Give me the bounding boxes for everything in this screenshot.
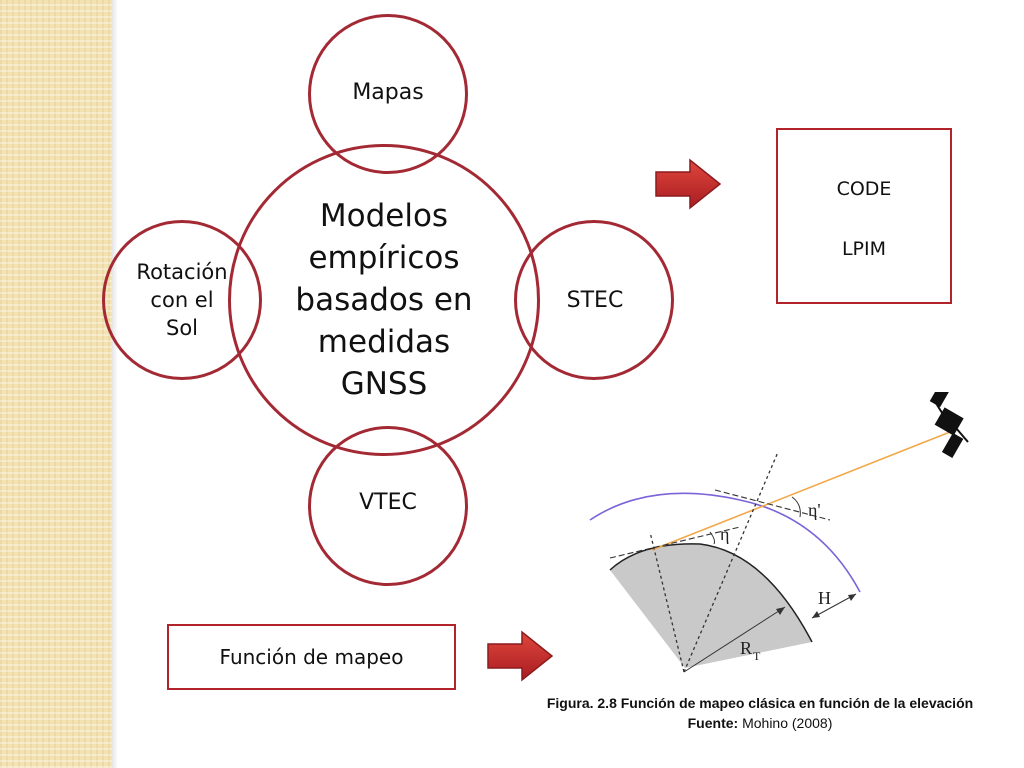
mapas-label: Mapas xyxy=(352,79,424,105)
radius-subscript: T xyxy=(753,649,761,663)
caption-source-label: Fuente: xyxy=(687,715,739,731)
right-arrow-icon xyxy=(655,158,722,210)
eta-label: η xyxy=(720,524,729,544)
main-concept-label: Modelos empíricos basados en medidas GNS… xyxy=(295,198,473,402)
signal-ray xyxy=(651,431,951,551)
vtec-label: VTEC xyxy=(359,489,417,515)
eta-arc xyxy=(709,531,715,545)
vtec-circle: VTEC xyxy=(308,426,468,586)
tangent-line-ionosphere xyxy=(714,489,831,521)
caption-title: Figura. 2.8 Función de mapeo clásica en … xyxy=(546,695,974,711)
caption-source-value: Mohino (2008) xyxy=(742,715,833,731)
zenith-line-pierce xyxy=(683,451,779,673)
tangent-line-surface xyxy=(609,526,741,559)
eta-prime-arc xyxy=(791,496,801,518)
earth-shaded-region xyxy=(610,543,812,668)
right-arrow-icon-2 xyxy=(487,630,554,682)
mapping-function-figure: η' η H R T xyxy=(589,392,969,673)
radius-label: R xyxy=(740,638,752,658)
satellite-icon xyxy=(929,392,969,458)
mapping-function-box: Función de mapeo xyxy=(167,624,456,690)
rotacion-circle: Rotación con el Sol xyxy=(102,220,262,380)
stec-circle: STEC xyxy=(514,220,674,380)
eta-prime-label: η' xyxy=(808,500,821,520)
zenith-line-receiver xyxy=(649,531,685,673)
height-arrowhead-bottom xyxy=(812,611,820,618)
height-arrowhead-top xyxy=(848,594,856,601)
ionosphere-shell-arc xyxy=(589,492,861,593)
radius-arrowhead xyxy=(776,607,785,615)
stec-label: STEC xyxy=(566,287,624,313)
lpim-label: LPIM xyxy=(841,238,887,260)
rotacion-label: Rotación con el Sol xyxy=(136,260,228,340)
earth-radius-line xyxy=(683,606,786,673)
side-band-shadow xyxy=(112,0,118,768)
main-concept-circle: Modelos empíricos basados en medidas GNS… xyxy=(228,144,540,456)
mapas-circle: Mapas xyxy=(308,14,468,174)
decorative-side-band xyxy=(0,0,112,768)
code-label: CODE xyxy=(836,178,892,200)
figure-caption: Figura. 2.8 Función de mapeo clásica en … xyxy=(520,693,1000,733)
height-line xyxy=(811,593,857,619)
models-list-box: CODE LPIM xyxy=(776,128,952,304)
height-label: H xyxy=(818,588,831,608)
earth-surface-arc xyxy=(609,543,813,643)
mapping-function-label: Función de mapeo xyxy=(219,645,404,669)
